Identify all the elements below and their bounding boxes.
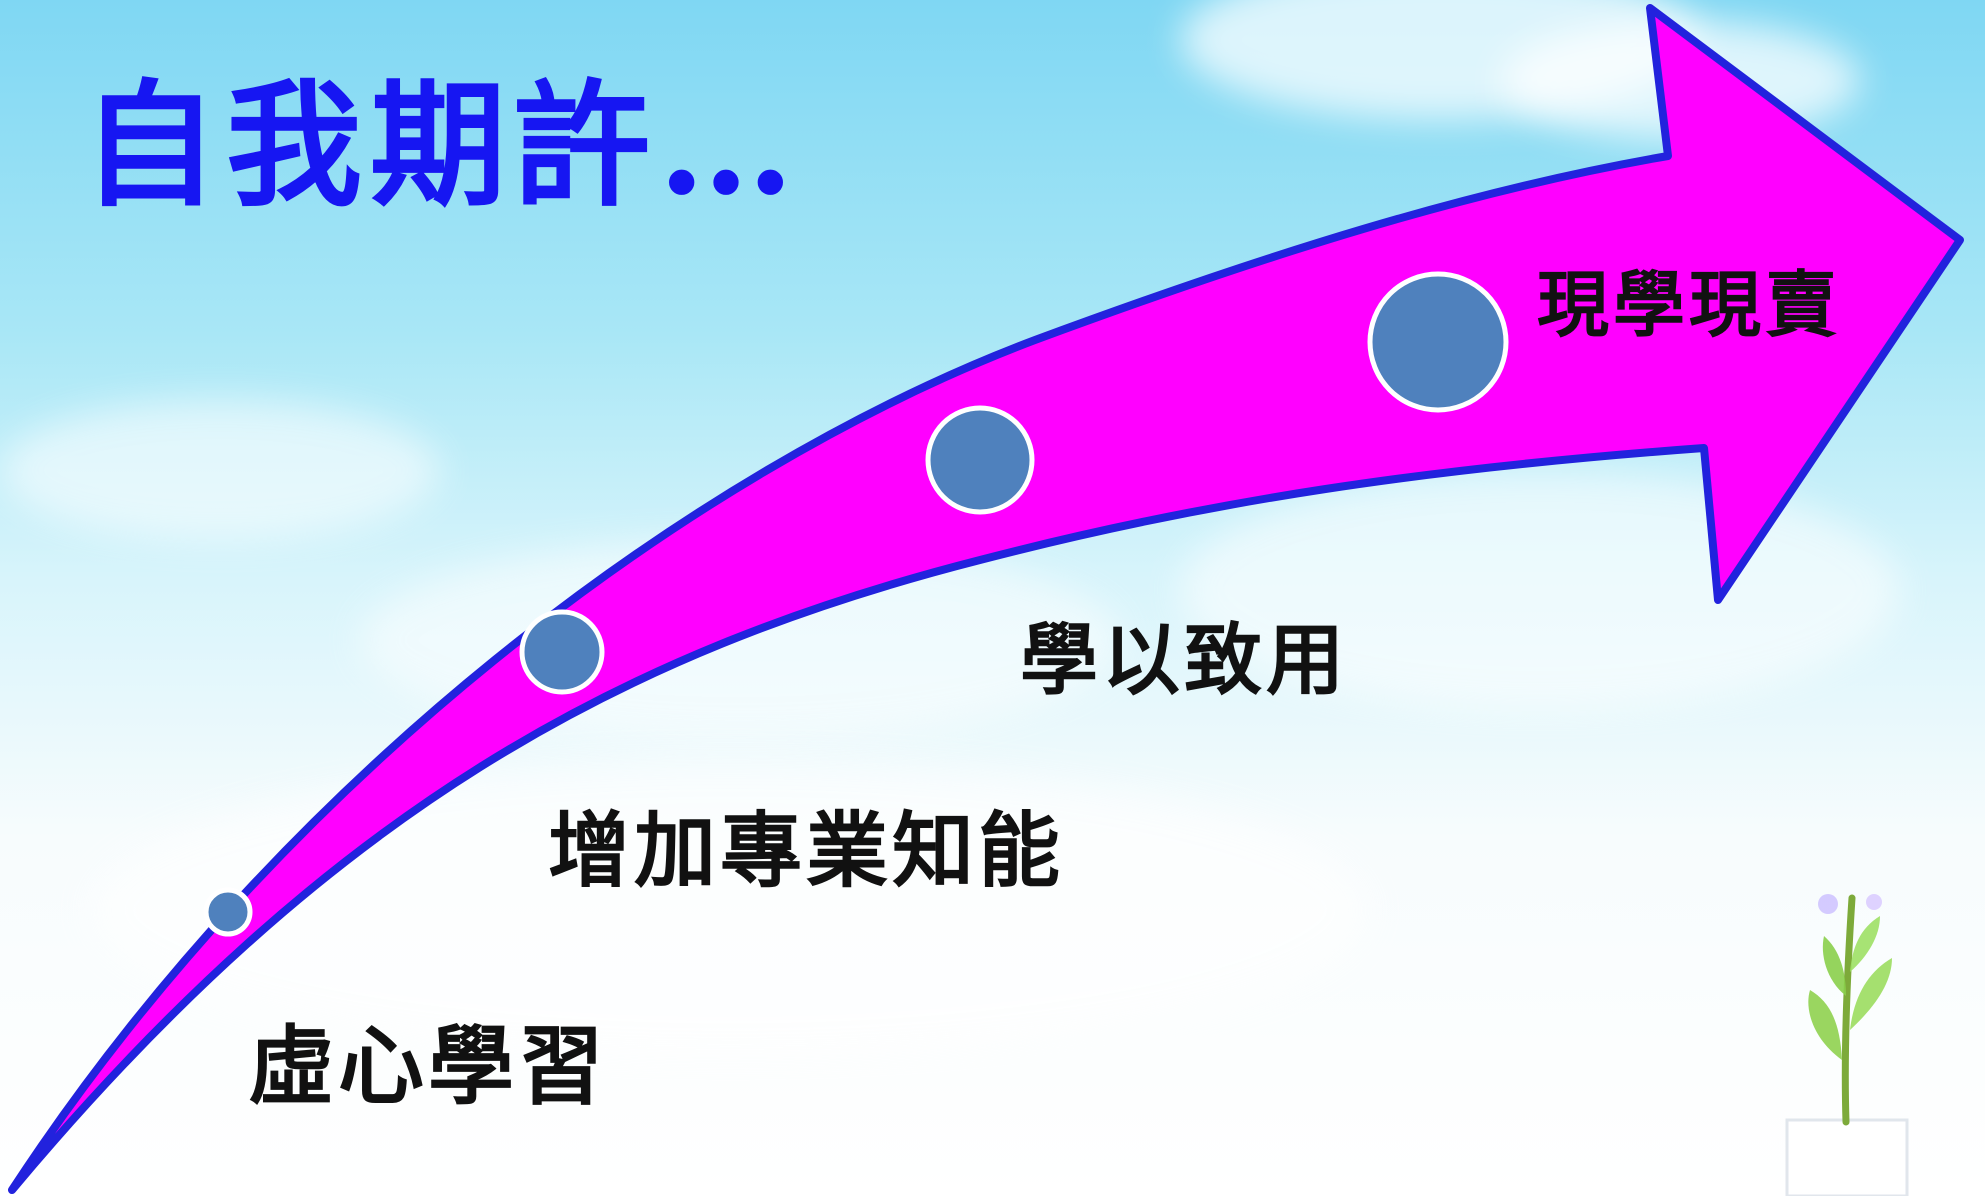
step-node-3 — [925, 405, 1035, 515]
step-label-1: 虛心學習 — [248, 1017, 608, 1117]
step-label-2: 增加專業知能 — [548, 804, 1065, 899]
page-title: 自我期許… — [82, 66, 802, 226]
step-node-4 — [1367, 271, 1509, 413]
step-label-4: 現學現賣 — [1537, 263, 1842, 347]
step-label-3: 學以致用 — [1020, 616, 1349, 706]
step-node-1 — [203, 887, 253, 937]
step-node-2 — [519, 609, 605, 695]
